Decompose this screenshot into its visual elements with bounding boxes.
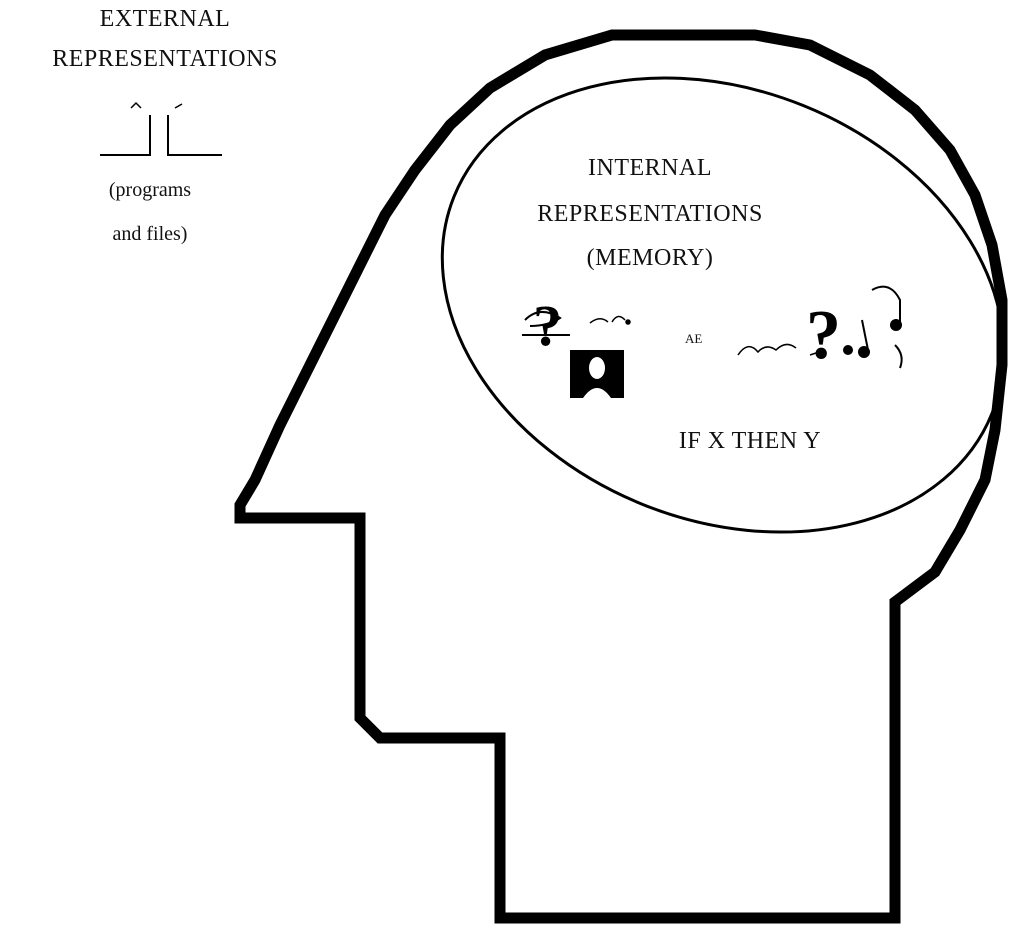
portrait-icon: [570, 350, 624, 398]
external-title-line2: REPRESENTATIONS: [52, 46, 278, 72]
external-title-line1: EXTERNAL: [100, 6, 231, 32]
internal-snippet: AE: [685, 331, 702, 346]
question-mark-icon-2: ?: [806, 297, 841, 374]
external-caption-line2: and files): [113, 223, 188, 245]
rule-text: IF X THEN Y: [679, 428, 821, 454]
music-notes-icon-2: [843, 285, 903, 369]
bracket-icon: [100, 101, 222, 156]
music-notes-icon: [589, 315, 631, 325]
svg-text:?: ?: [806, 297, 841, 374]
head-outline: [234, 29, 1008, 924]
bird-icon: [522, 311, 570, 336]
memory-ellipse: [440, 76, 1006, 534]
internal-title-line1: INTERNAL: [588, 155, 712, 181]
internal-title-line3: (MEMORY): [587, 245, 714, 271]
internal-title-line2: REPRESENTATIONS: [537, 201, 763, 227]
scribble-icon: [737, 343, 826, 356]
external-caption-line1: (programs: [109, 179, 191, 201]
